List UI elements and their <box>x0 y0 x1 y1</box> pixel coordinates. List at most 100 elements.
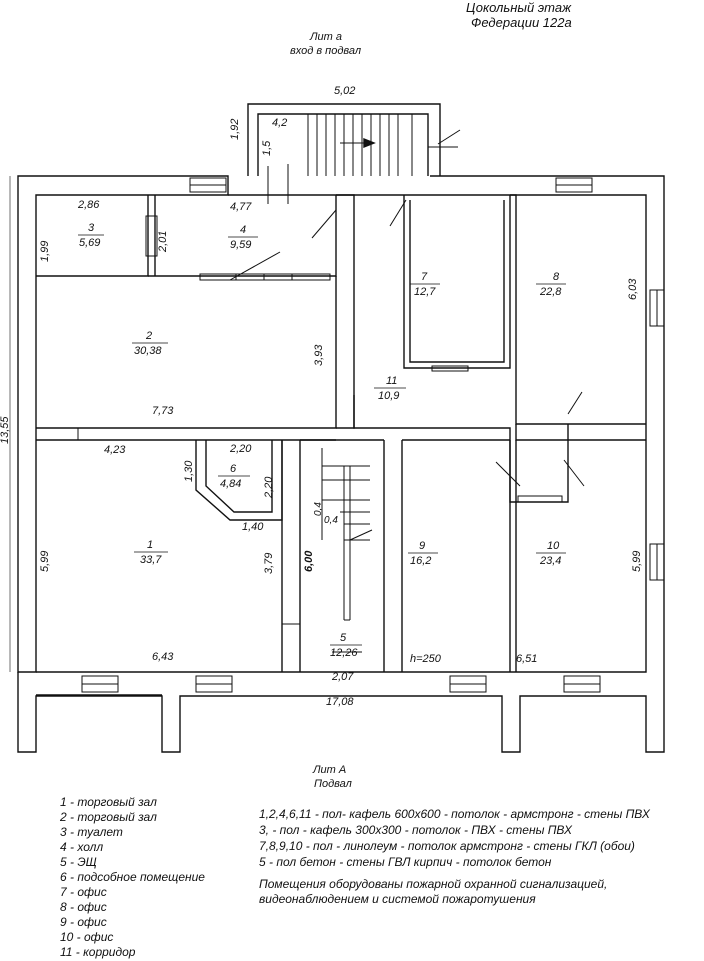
corridor-wall <box>370 424 569 503</box>
dim-label: 13,55 <box>0 416 11 444</box>
room-8-area: 22,8 <box>540 286 562 298</box>
windows <box>81 177 665 693</box>
entrance-stair <box>307 114 458 176</box>
entrance-wall <box>247 103 441 176</box>
dim-label: 4,23 <box>104 444 126 456</box>
finish-notes: 1,2,4,6,11 - пол- кафель 600х600 - потол… <box>259 808 650 872</box>
finish-line: 3, - пол - кафель 300х300 - потолок - ПВ… <box>259 823 573 837</box>
room-2-wall <box>36 276 337 429</box>
legend-item: 1 - торговый зал <box>60 795 157 809</box>
dim-label: 6,03 <box>627 278 639 300</box>
room-11-num: 11 <box>386 375 398 387</box>
room-4-num: 4 <box>240 224 247 236</box>
dim-label: 2,20 <box>230 443 252 455</box>
room-legend: 1 - торговый зал 2 - торговый зал 3 - ту… <box>60 796 205 961</box>
dim-label: 6,51 <box>516 653 538 665</box>
dim-label: 2,86 <box>78 199 100 211</box>
room-5-num: 5 <box>340 632 347 644</box>
legend-item: 4 - холл <box>60 840 104 854</box>
outer-wall <box>17 175 665 753</box>
room-10-area: 23,4 <box>540 555 562 567</box>
dim-label: 17,08 <box>326 696 354 708</box>
room-1-num: 1 <box>147 539 154 551</box>
room-2-wall <box>336 194 355 429</box>
dim-label: 2,01 <box>157 230 169 252</box>
legend-item: 9 - офис <box>60 915 107 929</box>
legend-item: 11 - корридор <box>60 945 136 959</box>
room-10-num: 10 <box>547 540 560 552</box>
legend-item: 5 - ЭЩ <box>60 855 97 869</box>
legend-item: 3 - туалет <box>60 825 123 839</box>
dim-label: 1,92 <box>229 118 241 140</box>
room-5-stair <box>321 448 370 653</box>
legend-item: 8 - офис <box>60 900 107 914</box>
legend-item: 2 - торговый зал <box>60 810 157 824</box>
area-bars <box>78 234 566 646</box>
equipment-note-line-2: видеонаблюдением и системой пожаротушени… <box>259 892 536 906</box>
room-7-area: 12,7 <box>414 286 436 298</box>
dim-label: 7,73 <box>152 405 174 417</box>
outer-wall <box>36 194 647 673</box>
room-8-wall <box>510 194 646 425</box>
room-11-area: 10,9 <box>378 390 400 402</box>
dim-label: 5,99 <box>631 550 643 572</box>
room-1-area: 33,7 <box>140 554 162 566</box>
room-4-area: 9,59 <box>230 239 252 251</box>
room-7-num: 7 <box>421 271 428 283</box>
room-2-area: 30,38 <box>134 345 162 357</box>
lit-a-top-title: Лит а <box>310 31 342 43</box>
window <box>35 427 79 441</box>
dim-label: 6,43 <box>152 651 174 663</box>
finish-line: 1,2,4,6,11 - пол- кафель 600х600 - потол… <box>259 807 650 821</box>
door <box>281 623 301 673</box>
room-9-wall <box>401 439 511 672</box>
stair-arrow <box>363 137 376 149</box>
dim-label: 4,2 <box>272 117 288 129</box>
dim-label: 1,30 <box>183 460 195 482</box>
room-6-area: 4,84 <box>220 478 242 490</box>
lit-a-bottom-subtitle: Подвал <box>314 778 352 790</box>
window <box>199 273 331 281</box>
equipment-note-line-1: Помещения оборудованы пожарной охранной … <box>259 877 608 891</box>
door <box>145 215 158 257</box>
dim-label: 2,20 <box>263 476 275 498</box>
dim-label: 0,4 <box>313 502 324 516</box>
dim-label: 2,07 <box>332 671 354 683</box>
finish-line: 7,8,9,10 - пол - линолеум - потолок армс… <box>259 839 635 853</box>
lit-a-bottom-title: Лит А <box>313 764 347 776</box>
legend-item: 6 - подсобное помещение <box>60 870 205 884</box>
room-6-num: 6 <box>230 463 237 475</box>
corridor-wall <box>353 395 370 429</box>
dim-label: 0,4 <box>324 515 338 526</box>
lit-a-top-subtitle: вход в подвал <box>290 45 362 57</box>
finish-line: 5 - пол бетон - стены ГВЛ кирпич - потол… <box>259 855 552 869</box>
room-6-wall <box>205 440 273 513</box>
entrance-wall <box>257 113 429 176</box>
door-swings <box>229 129 585 541</box>
room-7-wall <box>403 195 511 369</box>
room-8-num: 8 <box>553 271 560 283</box>
dim-label: 1,5 <box>261 140 273 156</box>
corridor-wall <box>515 424 646 441</box>
door <box>431 365 469 372</box>
header-line-1: Цокольный этаж <box>466 0 572 15</box>
dim-label: 5,02 <box>334 85 356 97</box>
dim-label: 6,00 <box>303 550 315 572</box>
legend-item: 7 - офис <box>60 885 107 899</box>
room-7-wall <box>409 200 505 363</box>
dim-label: 3,79 <box>263 552 275 574</box>
dim-label: 3,93 <box>313 344 325 366</box>
dim-label: 1,99 <box>39 240 51 262</box>
dim-label: h=250 <box>410 653 441 665</box>
dim-label: 5,99 <box>39 550 51 572</box>
room-9-area: 16,2 <box>410 555 432 567</box>
room-2-num: 2 <box>146 330 153 342</box>
header-line-2: Федерации 122а <box>471 15 572 30</box>
legend-item: 10 - офис <box>60 930 114 944</box>
room-9-num: 9 <box>419 540 426 552</box>
dim-label: 4,77 <box>230 201 252 213</box>
room-3-area: 5,69 <box>79 237 101 249</box>
dim-label: 1,40 <box>242 521 264 533</box>
room-5-area: 12,26 <box>330 647 358 659</box>
